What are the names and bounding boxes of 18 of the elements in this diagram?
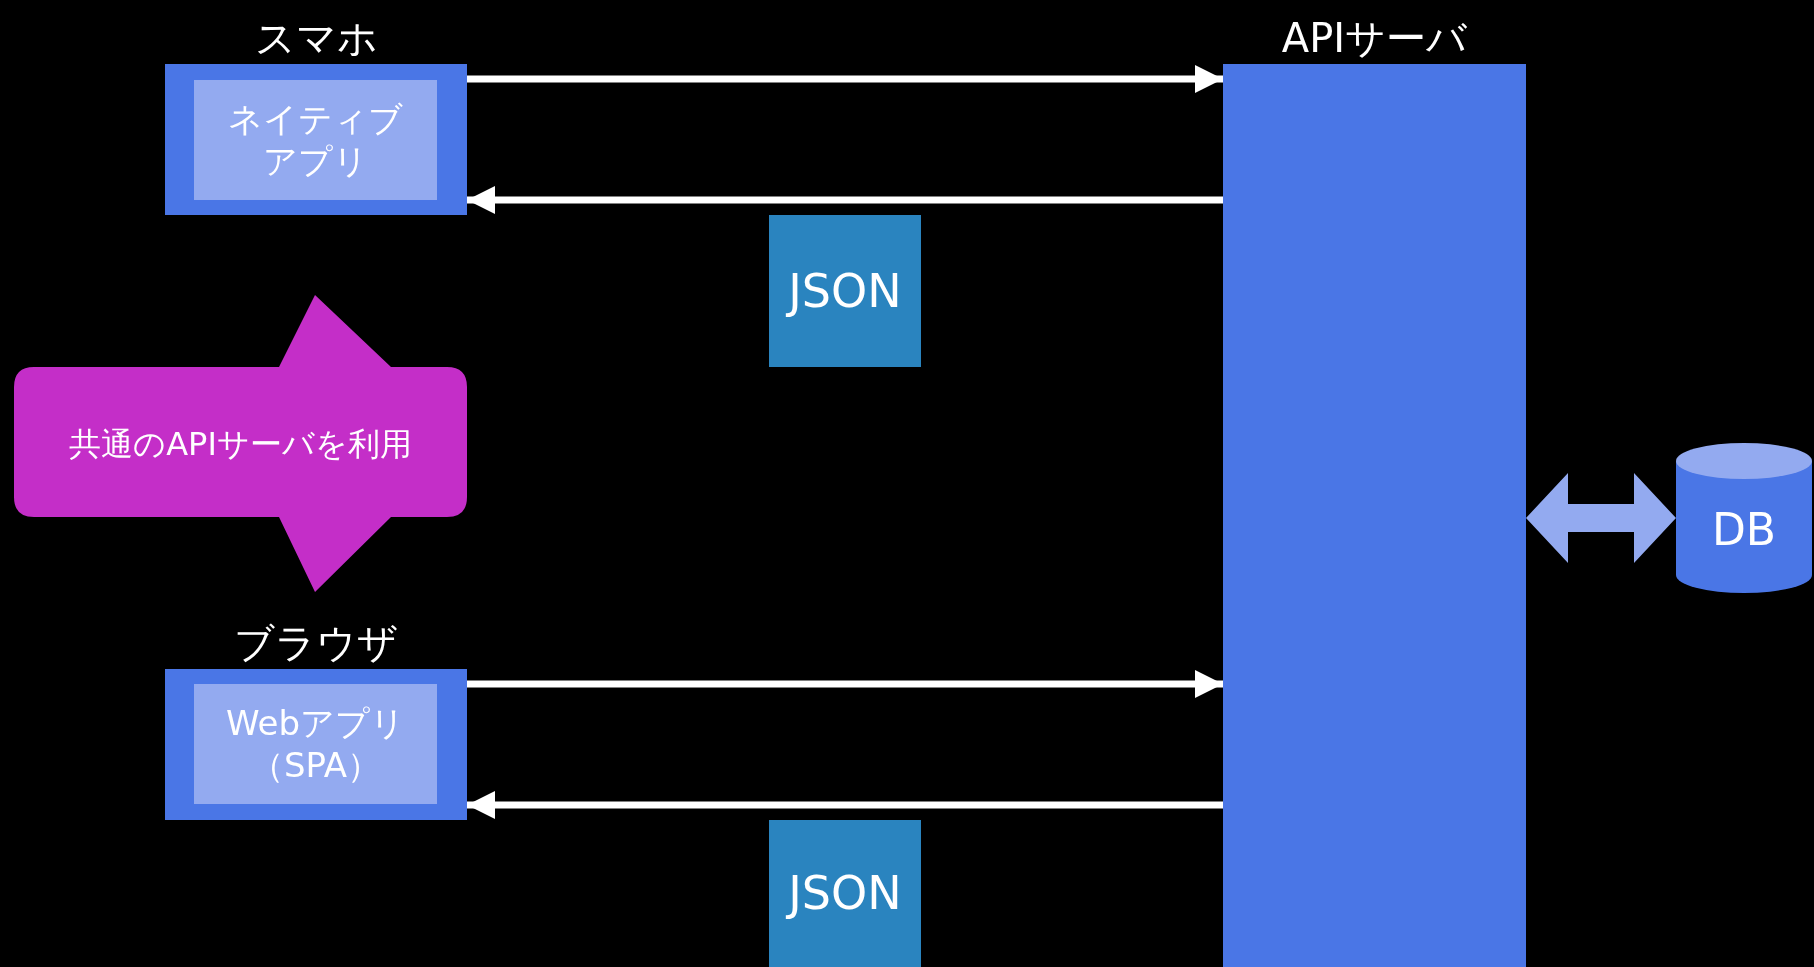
data-box — [769, 820, 921, 967]
box-title: APIサーバ — [1280, 14, 1469, 63]
data-label: JSON — [788, 262, 902, 320]
data-label: JSON — [788, 865, 902, 922]
arrow — [467, 791, 1223, 819]
callout-text: 共通のAPIサーバを利用 — [69, 423, 412, 465]
box-title: スマホ — [253, 14, 379, 63]
double-arrow — [1526, 473, 1676, 563]
app-box — [194, 684, 437, 804]
app-label: Webアプリ（SPA） — [224, 702, 407, 786]
data-box — [769, 215, 921, 367]
app-label: ネイティブアプリ — [227, 98, 404, 182]
box-title: ブラウザ — [233, 619, 399, 668]
arrow — [467, 670, 1223, 698]
arrow — [467, 65, 1223, 93]
app-box — [194, 80, 437, 200]
database-label: DB — [1711, 503, 1777, 557]
arrow — [467, 186, 1223, 214]
